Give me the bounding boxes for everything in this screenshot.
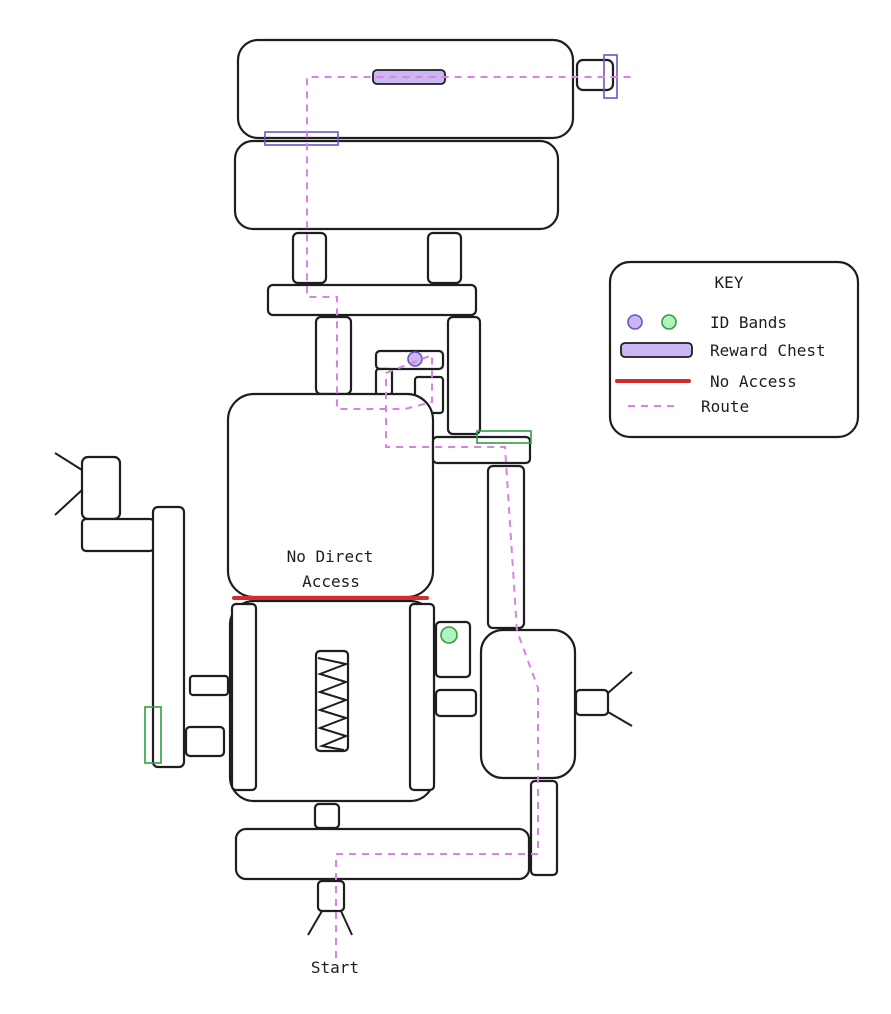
nook-left: [374, 367, 394, 397]
start-label: Start: [311, 958, 359, 977]
entrance-stub-left: [307, 910, 323, 936]
key-green-band-icon: [661, 314, 677, 330]
lower-left-step: [188, 674, 230, 697]
left-wing-stub-bottom: [54, 489, 83, 516]
no-direct-access-label-line1: No Direct: [287, 547, 374, 566]
entrance-stub-right: [340, 910, 353, 936]
lower-right-step: [434, 688, 478, 718]
left-long-corridor: [151, 505, 186, 769]
key-no-access-label: No Access: [710, 372, 797, 391]
entrance-door: [316, 879, 346, 913]
mid-right-passage: [446, 315, 482, 436]
key-reward-chest-label: Reward Chest: [710, 341, 826, 360]
central-room: [226, 392, 435, 599]
lower-room-left-bench: [230, 602, 258, 792]
no-direct-access-label-line2: Access: [302, 572, 360, 591]
mid-left-passage: [314, 315, 353, 396]
green-chest-outline-left: [144, 706, 162, 764]
bottom-hall: [234, 827, 531, 881]
right-connector: [431, 435, 532, 465]
key-reward-chest-icon: [620, 342, 693, 358]
right-stub-top: [607, 671, 633, 694]
left-wing-connector: [80, 517, 156, 553]
bottom-door: [313, 802, 341, 830]
right-long-corridor: [486, 464, 526, 630]
right-room: [479, 628, 577, 780]
lower-left-block: [184, 725, 226, 758]
key-legend: KEY ID Bands Reward Chest No Access Rout…: [608, 260, 860, 439]
upper-corridor: [266, 283, 478, 317]
reward-chest-outline-doorway: [264, 131, 339, 146]
key-route-label: Route: [701, 397, 749, 416]
upper-left-pillar: [291, 231, 328, 285]
key-id-bands-label: ID Bands: [710, 313, 787, 332]
upper-right-pillar: [426, 231, 463, 285]
lower-room-right-bench: [408, 602, 436, 792]
top-right-door: [575, 58, 615, 92]
green-id-band: [440, 626, 458, 644]
key-purple-band-icon: [627, 314, 643, 330]
purple-id-band: [407, 351, 423, 367]
bottom-right-corridor: [529, 779, 559, 877]
key-title: KEY: [715, 273, 744, 292]
spring-icon: [316, 657, 350, 751]
top-room: [236, 38, 575, 140]
upper-room: [233, 139, 560, 231]
left-wing-stub-top: [54, 452, 83, 471]
left-wing-room: [80, 455, 122, 521]
key-box: [608, 260, 860, 439]
right-room-door: [574, 688, 610, 717]
green-chest-outline-right: [476, 430, 532, 444]
right-stub-bottom: [607, 711, 633, 727]
